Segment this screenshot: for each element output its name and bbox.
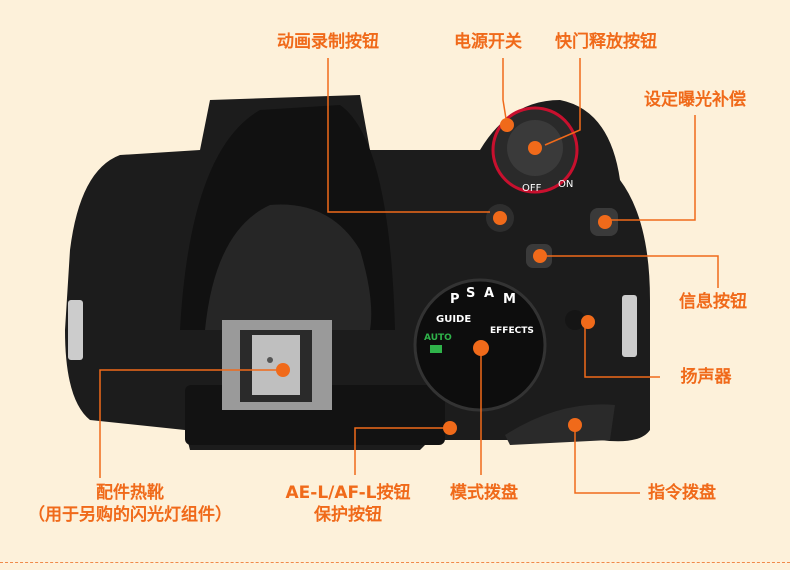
dot-hot-shoe bbox=[276, 363, 290, 377]
dial-mode-s: S bbox=[466, 286, 475, 301]
dot-movie-record bbox=[493, 211, 507, 225]
prism-top bbox=[205, 204, 372, 330]
dashed-divider bbox=[0, 562, 790, 563]
dial-guide: GUIDE bbox=[436, 314, 471, 325]
callout-dots bbox=[276, 118, 612, 435]
dot-mode-dial bbox=[473, 340, 489, 356]
label-movie-record: 动画录制按钮 bbox=[277, 32, 379, 52]
dial-mode-p: P bbox=[450, 292, 460, 307]
label-power-switch: 电源开关 bbox=[454, 32, 522, 52]
dial-mode-a: A bbox=[484, 286, 494, 301]
label-ael-afl-line1: AE-L/AF-L按钮 bbox=[285, 483, 411, 503]
dot-power bbox=[500, 118, 514, 132]
label-ael-afl-line2: 保护按钮 bbox=[313, 505, 382, 525]
power-on-mark: ON bbox=[558, 179, 573, 190]
label-ael-afl: AE-L/AF-L按钮保护按钮 bbox=[285, 482, 410, 526]
dot-exposure-comp bbox=[598, 215, 612, 229]
command-dial[interactable] bbox=[505, 404, 615, 445]
dial-effects: EFFECTS bbox=[490, 326, 534, 336]
label-speaker: 扬声器 bbox=[680, 367, 732, 387]
label-info-button: 信息按钮 bbox=[679, 292, 747, 312]
label-hot-shoe-line1: 配件热靴 bbox=[96, 483, 164, 503]
label-mode-dial: 模式拨盘 bbox=[450, 483, 518, 503]
dot-speaker bbox=[581, 315, 595, 329]
power-off-mark: OFF bbox=[522, 183, 542, 194]
strap-lug-left bbox=[68, 300, 83, 360]
label-shutter-release: 快门释放按钮 bbox=[555, 32, 657, 52]
label-hot-shoe: 配件热靴（用于另购的闪光灯组件） bbox=[28, 482, 232, 526]
leader-lines bbox=[99, 58, 719, 494]
dial-auto: AUTO bbox=[424, 333, 452, 343]
label-command-dial: 指令拨盘 bbox=[648, 483, 716, 503]
auto-camera-icon bbox=[430, 345, 442, 353]
dot-shutter bbox=[528, 141, 542, 155]
dot-ael-afl bbox=[443, 421, 457, 435]
label-exposure-comp: 设定曝光补偿 bbox=[644, 90, 746, 110]
dot-info bbox=[533, 249, 547, 263]
hot-shoe bbox=[222, 320, 332, 410]
label-hot-shoe-line2: （用于另购的闪光灯组件） bbox=[28, 505, 232, 525]
speaker-grille bbox=[565, 310, 585, 330]
dial-mode-m: M bbox=[503, 292, 516, 307]
strap-lug-right bbox=[622, 295, 637, 357]
dot-command-dial bbox=[568, 418, 582, 432]
